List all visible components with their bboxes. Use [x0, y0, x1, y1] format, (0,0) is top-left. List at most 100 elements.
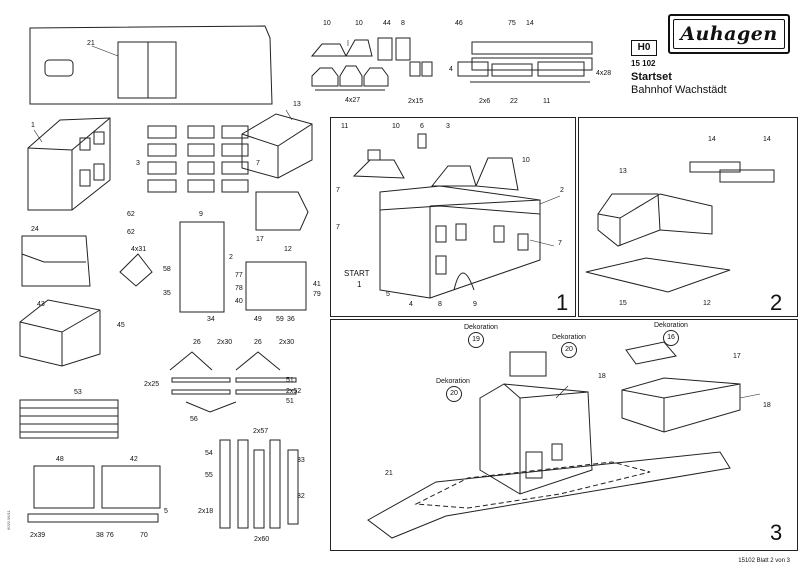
step-2-number: 2: [770, 290, 783, 315]
part-label: 77: [235, 272, 243, 279]
part-label: 1: [31, 122, 35, 129]
part-label: 75: [508, 20, 516, 27]
step-1-number: 1: [556, 290, 569, 315]
part-label: 54: [205, 450, 213, 457]
part-label: 10: [323, 20, 331, 27]
part-label: 2x30: [217, 339, 233, 346]
sheet-footer: 15102 Blatt 2 von 3: [738, 558, 790, 564]
part-label: 11: [543, 98, 551, 105]
part-label: 14: [526, 20, 534, 27]
part-label: 7: [256, 160, 260, 167]
decoration-label: Dekoration: [464, 324, 498, 331]
part-label: 2x57: [253, 428, 269, 435]
step2-label: 13: [619, 168, 627, 175]
side-code: 6020 06/11: [6, 510, 11, 530]
decoration-label: Dekoration: [436, 378, 470, 385]
part-label: 9: [199, 211, 203, 218]
step1-label: 9: [473, 301, 477, 308]
step3-label: 18: [598, 373, 606, 380]
part-label: 38: [96, 532, 104, 539]
step1-label: 11: [341, 123, 349, 130]
part-label: 49: [254, 316, 262, 323]
page-title: Startset: [631, 71, 672, 83]
part-label: 21: [87, 40, 95, 47]
page-subtitle: Bahnhof Wachstädt: [631, 84, 727, 96]
decoration-circle: 19: [468, 332, 484, 348]
part-label: 2x15: [408, 98, 424, 105]
part-label: 48: [56, 456, 64, 463]
decoration-label: Dekoration: [552, 334, 586, 341]
scale-badge: H0: [631, 40, 657, 56]
part-label: 13: [293, 101, 301, 108]
part-label: 2x25: [144, 381, 160, 388]
part-label: 51: [286, 377, 294, 384]
step1-label: 10: [392, 123, 400, 130]
part-label: 2x30: [279, 339, 295, 346]
part-label: 3: [136, 160, 140, 167]
part-label: 78: [235, 285, 243, 292]
part-label: 26: [254, 339, 262, 346]
part-label: 33: [297, 457, 305, 464]
step3-label: 17: [733, 353, 741, 360]
part-label: 12: [284, 246, 292, 253]
decoration-circle: 16: [663, 330, 679, 346]
step1-label: 7: [336, 224, 340, 231]
part-label: 58: [163, 266, 171, 273]
part-label: 5: [164, 508, 168, 515]
part-label: 4x28: [596, 70, 612, 77]
part-label: 4x27: [345, 97, 361, 104]
part-label: 43: [37, 301, 45, 308]
part-label: 70: [140, 532, 148, 539]
step1-label: 7: [336, 187, 340, 194]
part-label: 2x18: [198, 508, 214, 515]
part-label: 2x39: [30, 532, 46, 539]
step2-label: 12: [703, 300, 711, 307]
part-label: 45: [117, 322, 125, 329]
part-label: 24: [31, 226, 39, 233]
part-label: 34: [207, 316, 215, 323]
step1-label: 3: [446, 123, 450, 130]
article-number: 15 102: [631, 59, 656, 68]
part-label: 17: [256, 236, 264, 243]
part-label: 51: [286, 398, 294, 405]
step1-start-num: 1: [357, 280, 362, 289]
part-label: 10: [355, 20, 363, 27]
part-label: 35: [163, 290, 171, 297]
step1-label: 2: [560, 187, 564, 194]
step2-label: 14: [708, 136, 716, 143]
part-label: 59: [276, 316, 284, 323]
step1-label: 7: [558, 240, 562, 247]
part-label: 26: [193, 339, 201, 346]
step3-label: 21: [385, 470, 393, 477]
part-label: 42: [130, 456, 138, 463]
step1-label: 8: [438, 301, 442, 308]
part-label: 2x60: [254, 536, 270, 543]
part-label: 2: [229, 254, 233, 261]
step-1-panel: [330, 117, 576, 317]
decoration-circle: 20: [561, 342, 577, 358]
step1-label: 4: [409, 301, 413, 308]
part-label: 46: [455, 20, 463, 27]
part-label: 4: [449, 66, 453, 73]
step1-label: 5: [386, 291, 390, 298]
part-label: 4x31: [131, 246, 147, 253]
part-label: 44: [383, 20, 391, 27]
brand-logo: Auhagen: [668, 14, 790, 54]
part-label: 53: [74, 389, 82, 396]
part-label: 32: [297, 493, 305, 500]
step-3-number: 3: [770, 520, 783, 545]
part-label: 79: [313, 291, 321, 298]
part-label: 55: [205, 472, 213, 479]
step1-label: 6: [420, 123, 424, 130]
part-label: 40: [235, 298, 243, 305]
part-label: 56: [190, 416, 198, 423]
decoration-circle: 20: [446, 386, 462, 402]
step-3-panel: [330, 319, 798, 551]
step1-start: START: [344, 269, 370, 278]
part-label: 41: [313, 281, 321, 288]
step-2-panel: [578, 117, 798, 317]
part-label: 2x6: [479, 98, 491, 105]
part-label: 62: [127, 229, 135, 236]
part-label: 2x52: [286, 388, 302, 395]
